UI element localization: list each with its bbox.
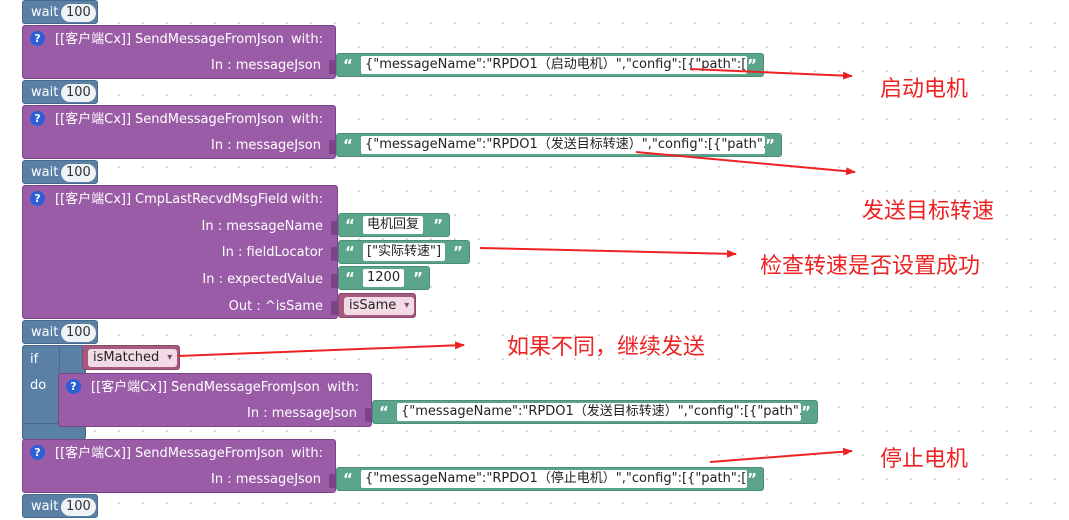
string-block-start-motor[interactable]: “ {"messageName":"RPDO1（启动电机）","config":… <box>336 53 764 77</box>
wait-block[interactable]: wait 100 <box>22 320 98 344</box>
arrow-stop-motor <box>709 447 853 463</box>
input-slot <box>331 301 337 315</box>
send-message-block-target-speed[interactable]: ? [[客户端Cx]] SendMessageFromJson with: In… <box>22 105 336 159</box>
help-icon[interactable]: ? <box>66 379 81 394</box>
wait-block[interactable]: wait 100 <box>22 0 98 24</box>
param-label-messagejson: In : messageJson <box>211 472 321 487</box>
wait-value-field[interactable]: 100 <box>61 84 96 102</box>
string-value[interactable]: {"messageName":"RPDO1（停止电机）","config":[{… <box>361 470 747 488</box>
wait-value-field[interactable]: 100 <box>61 498 96 516</box>
string-value[interactable]: {"messageName":"RPDO1（发送目标转速）","config":… <box>397 403 801 421</box>
block-prefix: [[客户端Cx]] <box>91 380 168 395</box>
wait-value-field[interactable]: 100 <box>61 164 96 182</box>
open-quote-icon: “ <box>379 403 389 421</box>
param-label-expectedvalue: In : expectedValue <box>202 272 323 287</box>
open-quote-icon: “ <box>343 56 353 74</box>
annotation-check-speed: 检查转速是否设置成功 <box>760 254 981 279</box>
block-function-name: SendMessageFromJson <box>171 380 320 395</box>
wait-block[interactable]: wait 100 <box>22 80 98 104</box>
help-icon[interactable]: ? <box>30 31 45 46</box>
input-slot <box>329 60 335 74</box>
block-with-label: with: <box>291 112 323 127</box>
open-quote-icon: “ <box>345 269 355 287</box>
block-function-name: CmpLastRecvdMsgField <box>135 192 288 207</box>
param-label-fieldlocator: In : fieldLocator <box>221 245 323 260</box>
param-label-out-issame: Out : ^isSame <box>228 299 323 314</box>
block-with-label: with: <box>291 446 323 461</box>
string-value[interactable]: 1200 <box>363 269 405 287</box>
string-value[interactable]: {"messageName":"RPDO1（启动电机）","config":[{… <box>361 56 747 74</box>
close-quote-icon: ” <box>433 216 443 234</box>
wait-label: wait <box>31 499 59 514</box>
block-function-name: SendMessageFromJson <box>135 112 284 127</box>
compare-field-block[interactable]: ? [[客户端Cx]] CmpLastRecvdMsgField with: I… <box>22 185 338 319</box>
param-label-messagejson: In : messageJson <box>211 138 321 153</box>
string-value[interactable]: 电机回复 <box>363 216 424 234</box>
close-quote-icon: ” <box>801 403 811 421</box>
param-label-messagejson: In : messageJson <box>247 406 357 421</box>
block-with-label: with: <box>291 192 323 207</box>
open-quote-icon: “ <box>343 136 353 154</box>
block-function-name: SendMessageFromJson <box>135 446 284 461</box>
arrow-resend <box>177 341 465 357</box>
open-quote-icon: “ <box>343 470 353 488</box>
wait-value-field[interactable]: 100 <box>61 324 96 342</box>
input-slot <box>331 274 337 288</box>
variable-block-ismatched[interactable]: isMatched <box>82 345 180 370</box>
annotation-start-motor: 启动电机 <box>880 77 969 102</box>
do-label: do <box>30 378 47 393</box>
send-message-block-stop-motor[interactable]: ? [[客户端Cx]] SendMessageFromJson with: In… <box>22 439 336 493</box>
input-slot <box>329 140 335 154</box>
string-block-message-name[interactable]: “ 电机回复 ” <box>338 213 450 237</box>
string-block-field-locator[interactable]: “ ["实际转速"] ” <box>338 240 470 264</box>
block-function-name: SendMessageFromJson <box>135 32 284 47</box>
annotation-stop-motor: 停止电机 <box>880 447 969 472</box>
block-with-label: with: <box>291 32 323 47</box>
open-quote-icon: “ <box>345 243 355 261</box>
block-prefix: [[客户端Cx]] <box>55 32 132 47</box>
close-quote-icon: ” <box>747 56 757 74</box>
block-with-label: with: <box>327 380 359 395</box>
wait-label: wait <box>31 325 59 340</box>
close-quote-icon: ” <box>453 243 463 261</box>
wait-value-field[interactable]: 100 <box>61 4 96 22</box>
input-slot <box>331 221 337 235</box>
wait-label: wait <box>31 165 59 180</box>
help-icon[interactable]: ? <box>30 111 45 126</box>
wait-label: wait <box>31 5 59 20</box>
string-block-expected-value[interactable]: “ 1200 ” <box>338 266 430 290</box>
send-message-block-start-motor[interactable]: ? [[客户端Cx]] SendMessageFromJson with: In… <box>22 25 336 79</box>
variable-dropdown[interactable]: isSame <box>344 297 415 315</box>
param-label-messagename: In : messageName <box>201 219 324 234</box>
send-message-block-resend-speed[interactable]: ? [[客户端Cx]] SendMessageFromJson with: In… <box>58 373 372 427</box>
wait-block[interactable]: wait 100 <box>22 160 98 184</box>
input-slot <box>365 408 371 422</box>
input-slot <box>331 247 337 261</box>
annotation-send-target-speed: 发送目标转速 <box>862 199 995 224</box>
string-value[interactable]: {"messageName":"RPDO1（发送目标转速）","config":… <box>361 136 765 154</box>
help-icon[interactable]: ? <box>30 191 45 206</box>
wait-label: wait <box>31 85 59 100</box>
param-label-messagejson: In : messageJson <box>211 58 321 73</box>
block-prefix: [[客户端Cx]] <box>55 446 132 461</box>
if-label: if <box>30 352 39 367</box>
string-block-target-speed[interactable]: “ {"messageName":"RPDO1（发送目标转速）","config… <box>336 133 782 157</box>
open-quote-icon: “ <box>345 216 355 234</box>
arrow-check-speed <box>479 247 737 258</box>
variable-block-issame[interactable]: isSame <box>338 293 416 318</box>
string-block-stop-motor[interactable]: “ {"messageName":"RPDO1（停止电机）","config":… <box>336 467 764 491</box>
string-block-resend-speed[interactable]: “ {"messageName":"RPDO1（发送目标转速）","config… <box>372 400 818 424</box>
block-prefix: [[客户端Cx]] <box>55 112 132 127</box>
string-value[interactable]: ["实际转速"] <box>363 243 446 261</box>
variable-dropdown[interactable]: isMatched <box>88 349 178 367</box>
wait-block[interactable]: wait 100 <box>22 494 98 518</box>
input-slot <box>329 474 335 488</box>
close-quote-icon: ” <box>765 136 775 154</box>
annotation-resend: 如果不同，继续发送 <box>507 335 706 360</box>
help-icon[interactable]: ? <box>30 445 45 460</box>
block-prefix: [[客户端Cx]] <box>55 192 132 207</box>
close-quote-icon: ” <box>747 470 757 488</box>
close-quote-icon: ” <box>413 269 423 287</box>
